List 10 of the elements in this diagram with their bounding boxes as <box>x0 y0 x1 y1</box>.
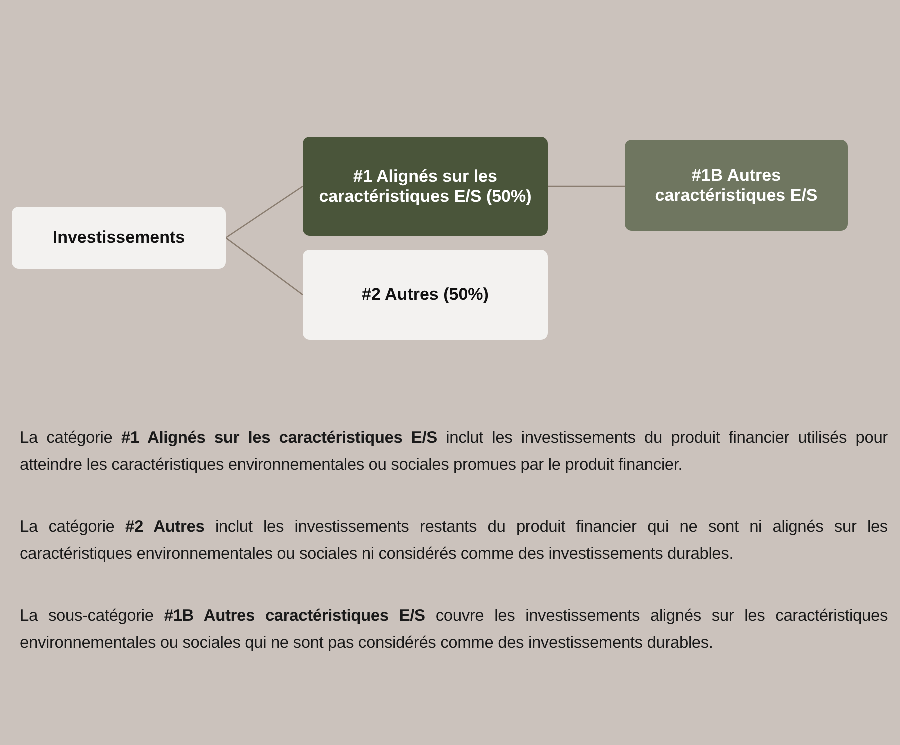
connector-line <box>226 237 304 296</box>
description-paragraph: La sous-catégorie #1B Autres caractéristiques E/S couvre les investissements alignés sur les caractéristiques environnementales ou sociales qui ne sont pas considérés comme des investissements durables. <box>20 606 888 654</box>
description-paragraph: La catégorie #2 Autres inclut les investissements restants du produit financier qui ne sont ni alignés sur les caractéristiques environnementales ou sociales ni considérés comme des investissements durables. <box>20 517 888 565</box>
description-paragraph: La catégorie #1 Alignés sur les caractéristiques E/S inclut les investissements du produit financier utilisés pour atteindre les caractéristiques environnementales ou sociales promues par le produit financier. <box>20 428 888 476</box>
subcategory-box: #1B Autres caractéristiques E/S <box>625 140 848 231</box>
category-box: #2 Autres (50%) <box>303 250 548 340</box>
connector-line <box>226 186 304 239</box>
category-box: #1 Alignés sur les caractéristiques E/S (50%) <box>303 137 548 236</box>
connector-line <box>548 186 625 188</box>
root-box: Investissements <box>12 207 226 269</box>
